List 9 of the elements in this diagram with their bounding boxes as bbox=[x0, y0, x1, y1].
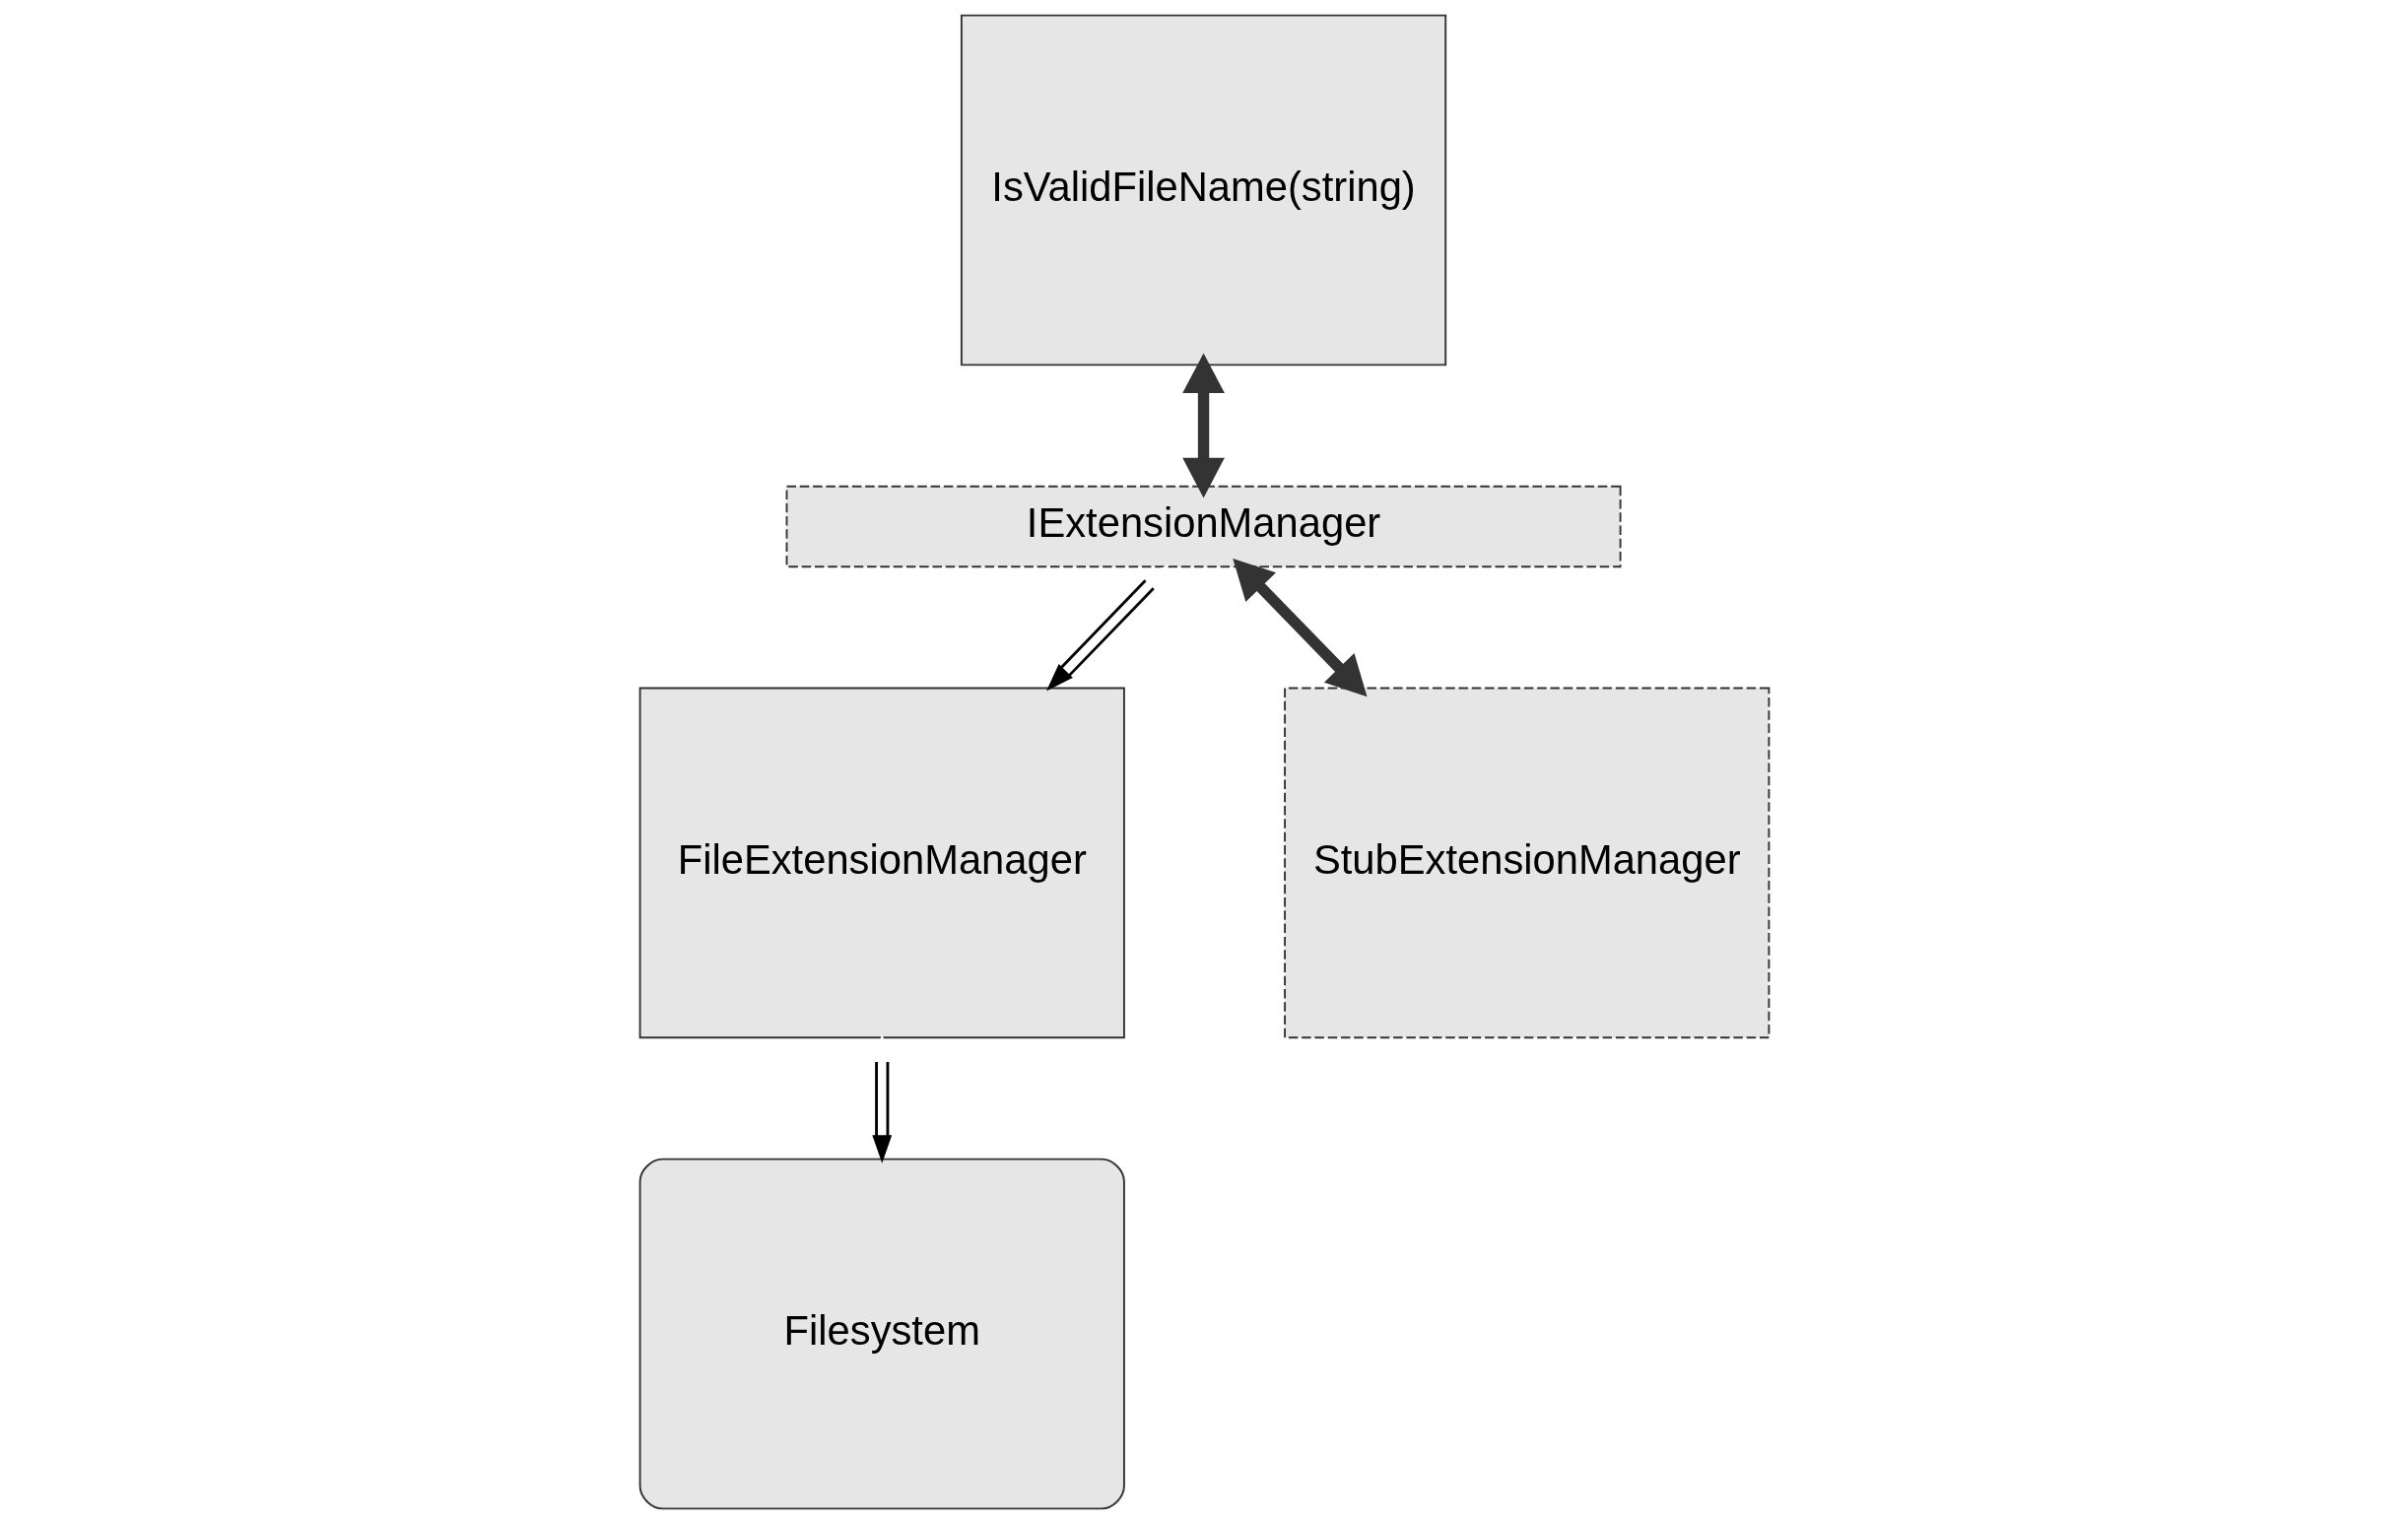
arrow bbox=[1181, 353, 1225, 498]
arrow bbox=[1045, 563, 1169, 692]
node-box: StubExtensionManager bbox=[1283, 687, 1770, 1039]
arrow bbox=[1232, 559, 1368, 697]
node-box: Filesystem bbox=[638, 1158, 1125, 1510]
arrow bbox=[871, 1033, 892, 1163]
node-box: FileExtensionManager bbox=[638, 687, 1125, 1039]
node-box: IsValidFileName(string) bbox=[960, 14, 1446, 366]
node-box: IExtensionManager bbox=[785, 485, 1622, 568]
